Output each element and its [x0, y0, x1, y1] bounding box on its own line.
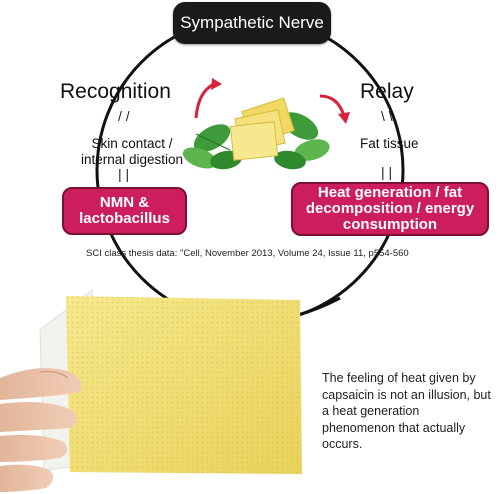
patch-photo — [0, 289, 302, 492]
relay-heading: Relay — [360, 80, 414, 103]
header-pill: Sympathetic Nerve — [173, 2, 331, 44]
left-caption: Skin contact / internal digestion — [62, 136, 202, 167]
heat-box-line1: Heat generation / fat — [317, 184, 463, 202]
fat-tissue-caption: Fat tissue — [360, 136, 419, 151]
nmn-box: NMN & lactobacillus — [62, 187, 187, 235]
heat-box-line2: decomposition / energy — [305, 200, 475, 218]
curved-arrow-icon — [319, 94, 350, 124]
heat-box-line3: consumption — [342, 215, 438, 233]
header-title: Sympathetic Nerve — [180, 13, 324, 32]
left-ticks-top: / / — [118, 108, 130, 124]
left-caption-line1: Skin contact / — [91, 136, 173, 151]
nmn-box-line1: NMN & — [99, 194, 150, 212]
citation-text: SCI class thesis data: "Cell, November 2… — [86, 248, 409, 259]
left-ticks-bottom: | | — [118, 166, 130, 182]
mint-leaf-icon — [182, 124, 242, 170]
curved-arrow-icon — [194, 78, 222, 119]
description-text: The feeling of heat given by capsaicin i… — [322, 371, 491, 451]
right-ticks-bottom: | | — [381, 164, 393, 180]
heat-generation-box: Heat generation / fat decomposition / en… — [291, 182, 489, 236]
cycle-circle — [95, 15, 405, 325]
recognition-heading: Recognition — [60, 80, 171, 103]
nmn-box-line2: lactobacillus — [79, 210, 170, 227]
right-ticks-top: \ \ — [381, 108, 393, 124]
patch-icon — [229, 97, 295, 161]
left-caption-line2: internal digestion — [80, 151, 184, 167]
